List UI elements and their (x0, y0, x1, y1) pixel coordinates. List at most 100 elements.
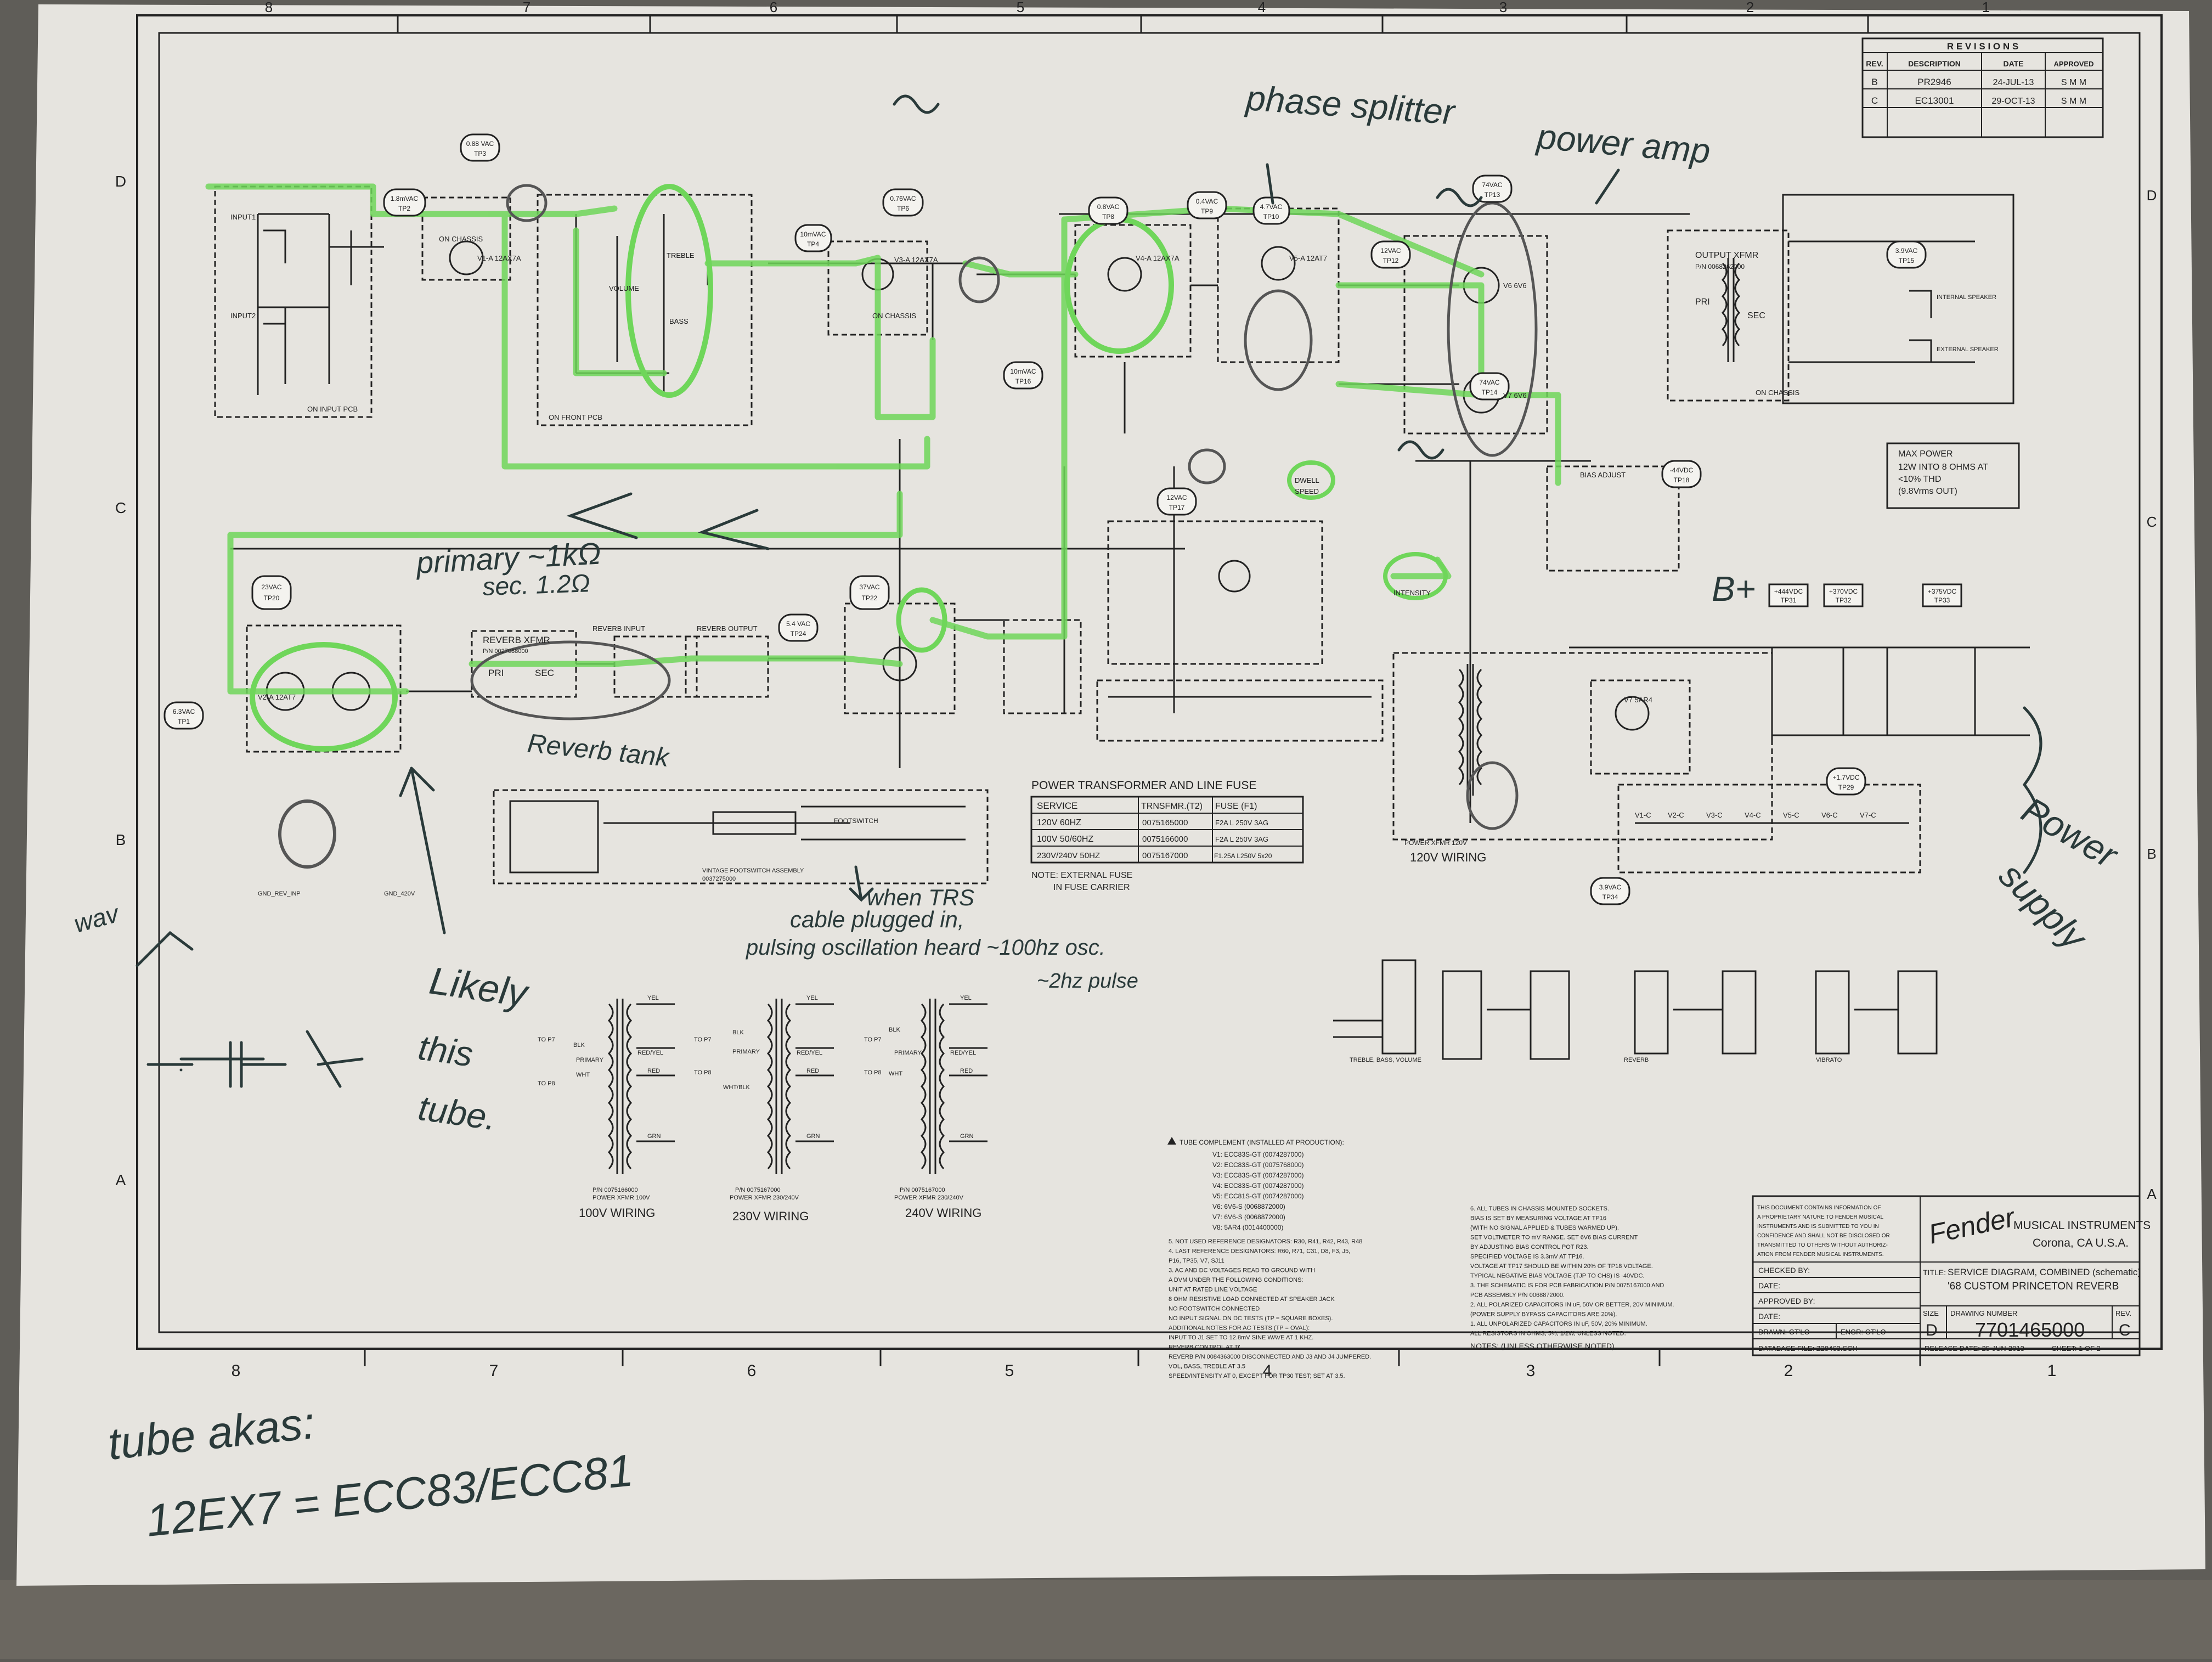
reverb-circle (470, 640, 671, 720)
tube-complement-line: V3: ECC83S-GT (0074287000) (1212, 1171, 1304, 1179)
v6-label: V6 6V6 (1503, 281, 1527, 290)
b-plus-1-voltage: +444VDC (1774, 588, 1803, 595)
size-label: SIZE (1923, 1309, 1939, 1317)
tp8-voltage: 0.8VAC (1097, 203, 1120, 211)
wiring-240-red: RED (960, 1068, 973, 1074)
row-marker-left-D: D (115, 173, 126, 190)
input-pcb-box (214, 185, 373, 418)
note-right-line: SPECIFIED VOLTAGE IS 3.3mV AT TP16. (1470, 1254, 1584, 1260)
max-power-title: MAX POWER (1898, 449, 1953, 459)
c-circle-3 (1188, 448, 1226, 484)
pt-note-2: IN FUSE CARRIER (1053, 883, 1130, 892)
row-marker-left-C: C (115, 499, 126, 516)
treble-bass-volume-label: TREBLE, BASS, VOLUME (1350, 1057, 1421, 1063)
bass-label: BASS (669, 317, 689, 325)
note-right-line: PCB ASSEMBLY P/N 0068872000. (1470, 1292, 1565, 1299)
column-marker-top-4: 4 (1258, 0, 1266, 15)
wiring-100-pn: P/N 0075166000 (592, 1187, 638, 1193)
tp24-voltage: 5.4 VAC (786, 620, 810, 628)
column-marker-top-1: 1 (1982, 0, 1990, 15)
tp34-label: TP34 (1602, 893, 1618, 901)
tp12-voltage: 12VAC (1380, 247, 1401, 255)
tp29-voltage: +1.7VDC (1832, 774, 1859, 781)
heater-string-box (1617, 784, 1921, 874)
tp16-label: TP16 (1015, 378, 1031, 385)
column-marker-bottom-6: 6 (747, 1362, 757, 1380)
note-left-line: SPEED/INTENSITY AT 0, EXCEPT FOR TP30 TE… (1169, 1373, 1345, 1379)
vintage-footswitch-label: VINTAGE FOOTSWITCH ASSEMBLY (702, 867, 804, 874)
tp-neg-voltage: -44VDC (1670, 466, 1694, 474)
column-marker-bottom-7: 7 (489, 1362, 499, 1380)
pt-row3-service: 230V/240V 50HZ (1037, 851, 1100, 860)
tp2-label: TP2 (398, 205, 410, 212)
drawn-by: DRAWN: GT'LO (1758, 1328, 1810, 1336)
column-marker-top-7: 7 (523, 0, 531, 15)
hw-this: this (416, 1028, 476, 1074)
rev-c-rev: C (1871, 95, 1878, 106)
note-left-line: P16, TP35, V7, SJ11 (1169, 1258, 1224, 1264)
wiring-230-red: RED (806, 1068, 819, 1074)
row-marker-right-A: A (2147, 1186, 2157, 1202)
input2-label: INPUT2 (230, 312, 256, 320)
reverb-output-label: REVERB OUTPUT (697, 624, 758, 633)
note-right-line: 2. ALL POLARIZED CAPACITORS IN uF, 50V O… (1470, 1302, 1674, 1308)
sec-label-output: SEC (1747, 311, 1765, 320)
hw-when-trs-2: cable plugged in, (790, 906, 964, 932)
wiring-240-wht: WHT (889, 1071, 902, 1077)
pt-row1-fuse: F2A L 250V 3AG (1215, 819, 1268, 827)
confidential-line: CONFIDENCE AND SHALL NOT BE DISCLOSED OR (1757, 1233, 1890, 1239)
tp29-label: TP29 (1838, 784, 1854, 791)
on-chassis-label-2: ON CHASSIS (872, 312, 917, 320)
confidential-line: INSTRUMENTS AND IS SUBMITTED TO YOU IN (1757, 1224, 1879, 1230)
confidential-line: A PROPRIETARY NATURE TO FENDER MUSICAL (1757, 1214, 1883, 1220)
note-left-line: 5. NOT USED REFERENCE DESIGNATORS: R30, … (1169, 1238, 1362, 1245)
drawing-number: 7701465000 (1975, 1319, 2085, 1341)
rev-value: C (2119, 1321, 2131, 1339)
vibrato-chassis-box (1107, 520, 1323, 665)
note-right-line: BY ADJUSTING BIAS CONTROL POT R23. (1470, 1244, 1589, 1250)
max-power-line1: 12W INTO 8 OHMS AT (1898, 463, 1988, 472)
reverb-output-box (685, 635, 769, 698)
pt-header-fuse: FUSE (F1) (1215, 802, 1257, 811)
pt-header-trnsfmr: TRNSFMR.(T2) (1141, 802, 1203, 811)
pt-row2-fuse: F2A L 250V 3AG (1215, 835, 1268, 843)
pt-row3-fuse: F1.25A L250V 5x20 (1214, 852, 1272, 860)
desk-bottom (0, 1580, 2212, 1659)
wiring-100-tap1: TO P7 (538, 1036, 555, 1043)
on-front-pcb-label: ON FRONT PCB (549, 413, 602, 421)
c-circle-4 (1244, 289, 1313, 391)
wiring-230-name: POWER XFMR 230/240V (730, 1195, 799, 1201)
heater-v7: V7-C (1860, 811, 1876, 819)
v3b-circle (896, 587, 947, 653)
wiring-100-grn: GRN (647, 1133, 661, 1140)
reverb-xfmr-pn: P/N 0027088000 (483, 648, 528, 655)
rev-c-approved: S M M (2061, 97, 2086, 106)
test-point-bubbles (163, 133, 1927, 905)
rev-b-approved: S M M (2061, 78, 2086, 87)
note-left-line: NO INPUT SIGNAL ON DC TESTS (TP = SQUARE… (1169, 1315, 1333, 1322)
tp18-label: TP18 (1674, 476, 1690, 484)
wiring-100-primary: PRIMARY (576, 1057, 604, 1063)
test-point-labels: 0.88 VAC TP3 1.8mVAC TP2 0.76VAC TP6 10m… (173, 140, 1918, 901)
v4-chassis-box (1074, 224, 1192, 358)
v1-label: V1-A 12AX7A (477, 254, 521, 262)
reverb-pcb-label: REVERB (1624, 1057, 1649, 1063)
tube-complement-line: V7: 6V6-S (0068872000) (1212, 1213, 1285, 1221)
tp24-label: TP24 (791, 630, 806, 638)
v5b-tube (1218, 560, 1251, 593)
heater-circle (1466, 761, 1519, 830)
tp15-label: TP15 (1899, 257, 1915, 264)
tp9-voltage: 0.4VAC (1196, 198, 1218, 205)
reverb-input-label: REVERB INPUT (592, 624, 645, 633)
heater-v1: V1-C (1635, 811, 1651, 819)
front-pcb-tone-box (537, 194, 753, 426)
note-right-line: 1. ALL UNPOLARIZED CAPACITORS IN uF, 50V… (1470, 1321, 1647, 1327)
max-power-line3: (9.8Vrms OUT) (1898, 487, 1957, 496)
vibrato-pcb-label: VIBRATO (1816, 1057, 1842, 1063)
wiring-120-label: 120V WIRING (1410, 850, 1486, 864)
confidential-line: ATION FROM FENDER MUSICAL INSTRUMENTS. (1757, 1252, 1884, 1258)
tp17-voltage: 12VAC (1166, 494, 1187, 502)
hand-circles (250, 184, 1538, 869)
